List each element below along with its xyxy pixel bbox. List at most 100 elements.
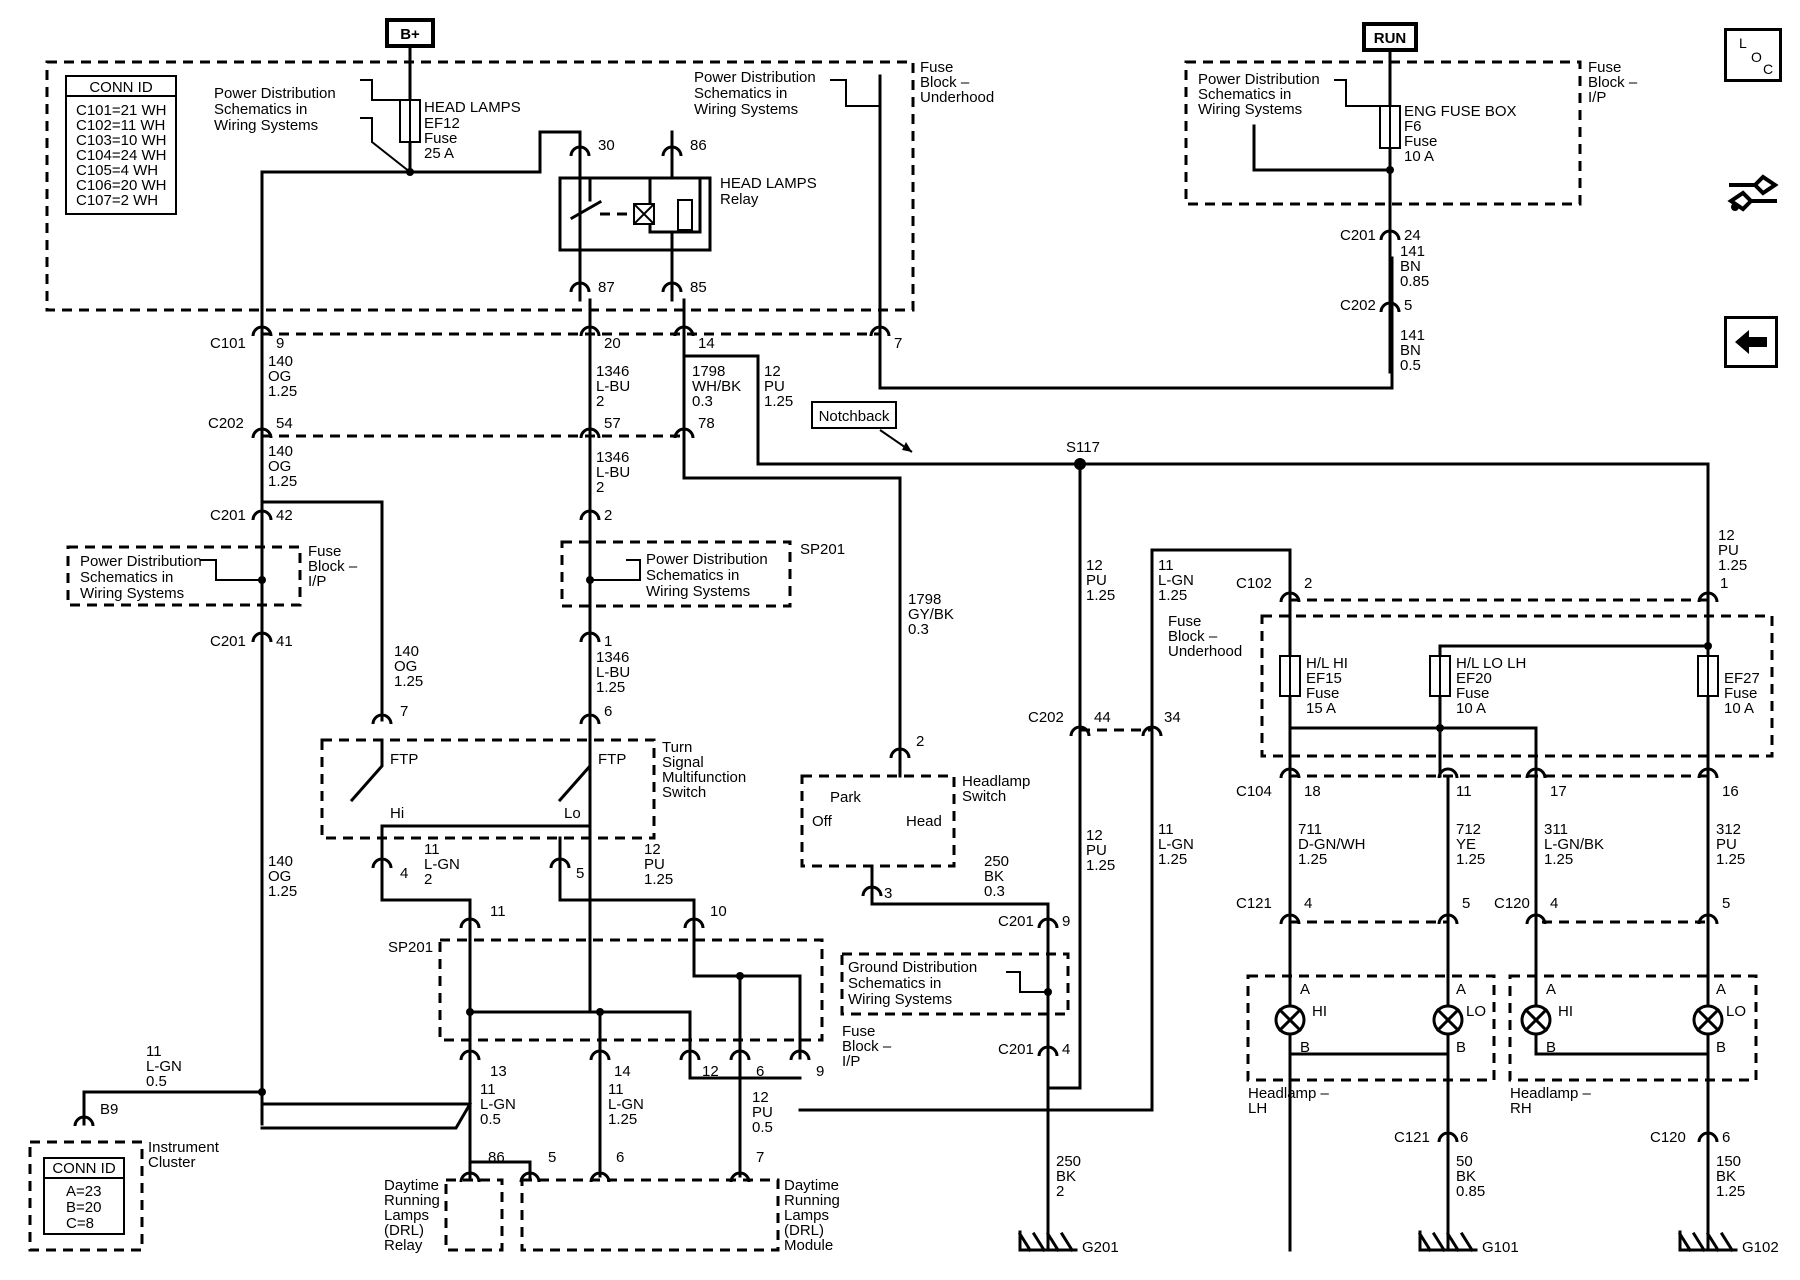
svg-text:10: 10 xyxy=(710,903,727,920)
svg-text:Park: Park xyxy=(830,789,861,806)
terminal-arc xyxy=(679,1049,701,1061)
svg-text:GY/BK: GY/BK xyxy=(908,606,954,623)
svg-text:5: 5 xyxy=(1404,297,1412,314)
svg-text:LH: LH xyxy=(1248,1100,1267,1117)
svg-text:11: 11 xyxy=(146,1043,162,1060)
svg-text:Fuse: Fuse xyxy=(424,130,457,147)
conn-id-table: CONN ID C101=21 WH C102=11 WH C103=10 WH… xyxy=(65,75,177,215)
svg-text:2: 2 xyxy=(1056,1183,1064,1200)
svg-text:(DRL): (DRL) xyxy=(384,1222,424,1239)
svg-text:G101: G101 xyxy=(1482,1239,1519,1256)
svg-text:PU: PU xyxy=(644,856,665,873)
connector-view-button[interactable] xyxy=(1722,162,1784,224)
svg-text:BK: BK xyxy=(1456,1168,1476,1185)
svg-text:1798: 1798 xyxy=(692,363,725,380)
svg-text:Schematics in: Schematics in xyxy=(1198,86,1291,103)
svg-text:Power Distribution: Power Distribution xyxy=(1198,71,1320,88)
svg-text:D-GN/WH: D-GN/WH xyxy=(1298,836,1366,853)
terminal-arc xyxy=(459,1171,481,1183)
svg-text:Head: Head xyxy=(906,813,942,830)
svg-text:85: 85 xyxy=(690,279,707,296)
svg-text:SP201: SP201 xyxy=(800,541,845,558)
svg-text:1: 1 xyxy=(604,633,612,650)
ground-g201: G201 xyxy=(1017,1230,1119,1256)
notchback-label: Notchback xyxy=(811,401,913,453)
svg-text:12: 12 xyxy=(644,841,661,858)
svg-text:42: 42 xyxy=(276,507,293,524)
terminal-arc xyxy=(251,325,273,337)
svg-text:L-BU: L-BU xyxy=(596,664,630,681)
svg-text:C201: C201 xyxy=(998,913,1034,930)
svg-text:Wiring Systems: Wiring Systems xyxy=(694,101,798,118)
sp201-top-box xyxy=(560,540,792,608)
svg-text:A: A xyxy=(1300,981,1310,998)
svg-text:C202: C202 xyxy=(1028,709,1064,726)
svg-text:Power Distribution: Power Distribution xyxy=(694,69,816,86)
svg-text:Headlamp –: Headlamp – xyxy=(1510,1085,1592,1102)
svg-text:Wiring Systems: Wiring Systems xyxy=(80,585,184,602)
svg-text:4: 4 xyxy=(1062,1041,1070,1058)
svg-text:5: 5 xyxy=(548,1149,556,1166)
location-view-button[interactable]: L O C xyxy=(1724,28,1782,82)
svg-text:5: 5 xyxy=(1462,895,1470,912)
svg-text:A: A xyxy=(1456,981,1466,998)
svg-text:Power Distribution: Power Distribution xyxy=(646,551,768,568)
svg-text:Turn: Turn xyxy=(662,739,692,756)
svg-text:B: B xyxy=(1546,1039,1556,1056)
terminal-arc xyxy=(459,1049,481,1061)
svg-text:Relay: Relay xyxy=(384,1237,423,1254)
svg-text:C=8: C=8 xyxy=(66,1215,94,1232)
svg-text:Power Distribution: Power Distribution xyxy=(80,553,202,570)
svg-text:C102: C102 xyxy=(1236,575,1272,592)
svg-text:H/L HI: H/L HI xyxy=(1306,655,1348,672)
svg-text:BN: BN xyxy=(1400,342,1421,359)
svg-text:14: 14 xyxy=(698,335,715,352)
svg-text:13: 13 xyxy=(490,1063,507,1080)
svg-text:Underhood: Underhood xyxy=(920,89,994,106)
svg-text:WH/BK: WH/BK xyxy=(692,378,741,395)
svg-text:140: 140 xyxy=(268,853,293,870)
svg-text:PU: PU xyxy=(752,1104,773,1121)
terminal-arc xyxy=(1141,725,1163,737)
terminal-arc xyxy=(73,1115,95,1127)
svg-text:Schematics in: Schematics in xyxy=(80,569,173,586)
headlamp-rh-hi-lamp xyxy=(1520,1004,1552,1036)
svg-text:I/P: I/P xyxy=(1588,89,1606,106)
svg-text:1.25: 1.25 xyxy=(608,1111,637,1128)
svg-text:9: 9 xyxy=(276,335,284,352)
svg-text:OG: OG xyxy=(268,868,291,885)
back-button[interactable] xyxy=(1724,316,1778,368)
loc-letter-c: C xyxy=(1763,61,1774,77)
svg-text:1346: 1346 xyxy=(596,649,629,666)
svg-text:140: 140 xyxy=(268,353,293,370)
svg-text:17: 17 xyxy=(1550,783,1567,800)
svg-text:Fuse: Fuse xyxy=(1404,133,1437,150)
terminal-arc xyxy=(1379,229,1401,241)
svg-text:44: 44 xyxy=(1094,709,1111,726)
svg-text:11: 11 xyxy=(1456,783,1472,800)
svg-text:C105=4 WH: C105=4 WH xyxy=(76,162,158,179)
svg-text:6: 6 xyxy=(1460,1129,1468,1146)
svg-text:0.3: 0.3 xyxy=(984,883,1005,900)
splice-dot xyxy=(406,168,414,176)
terminal-arc xyxy=(789,1049,811,1061)
svg-text:1346: 1346 xyxy=(596,363,629,380)
terminal-arc xyxy=(1697,591,1719,603)
svg-text:0.85: 0.85 xyxy=(1400,273,1429,290)
svg-text:57: 57 xyxy=(604,415,621,432)
terminal-arc xyxy=(1279,767,1301,779)
svg-text:C101=21 WH: C101=21 WH xyxy=(76,102,166,119)
headlamp-lh-lo-lamp xyxy=(1432,1004,1464,1036)
svg-text:B=20: B=20 xyxy=(66,1199,101,1216)
svg-text:Schematics in: Schematics in xyxy=(646,567,739,584)
svg-text:L-GN: L-GN xyxy=(480,1096,516,1113)
svg-text:BK: BK xyxy=(1056,1168,1076,1185)
svg-text:HEAD LAMPS: HEAD LAMPS xyxy=(424,99,521,116)
text-labels: Power Distribution Schematics in Wiring … xyxy=(80,59,1760,1254)
connector-view-icon xyxy=(1727,174,1779,212)
svg-text:L-BU: L-BU xyxy=(596,378,630,395)
splice-dot xyxy=(258,576,266,584)
svg-text:2: 2 xyxy=(916,733,924,750)
svg-text:SP201: SP201 xyxy=(388,939,433,956)
